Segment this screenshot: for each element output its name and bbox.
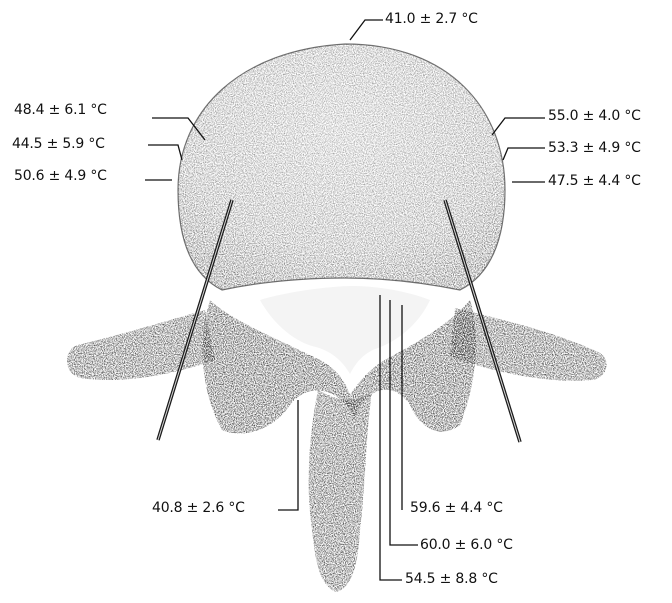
- temp-label-top: 41.0 ± 2.7 °C: [385, 11, 478, 27]
- vertebral-body: [178, 44, 505, 290]
- leader-bottom-left: [278, 400, 298, 510]
- temp-label-bottom-right-2: 60.0 ± 6.0 °C: [420, 537, 513, 553]
- temp-label-left-2: 44.5 ± 5.9 °C: [12, 136, 105, 152]
- temp-label-bottom-left: 40.8 ± 2.6 °C: [152, 500, 245, 516]
- temp-label-right-1: 55.0 ± 4.0 °C: [548, 108, 641, 124]
- leader-left-2: [148, 145, 182, 160]
- leader-right-2: [503, 148, 545, 160]
- temp-label-bottom-right-3: 54.5 ± 8.8 °C: [405, 571, 498, 587]
- temp-label-left-1: 48.4 ± 6.1 °C: [14, 102, 107, 118]
- temp-label-right-2: 53.3 ± 4.9 °C: [548, 140, 641, 156]
- temp-label-right-3: 47.5 ± 4.4 °C: [548, 173, 641, 189]
- temp-label-left-3: 50.6 ± 4.9 °C: [14, 168, 107, 184]
- spinous-process: [309, 390, 372, 592]
- temp-label-bottom-right-1: 59.6 ± 4.4 °C: [410, 500, 503, 516]
- leader-top: [350, 20, 383, 40]
- leader-right-1: [492, 118, 545, 135]
- transverse-process-left: [67, 310, 215, 380]
